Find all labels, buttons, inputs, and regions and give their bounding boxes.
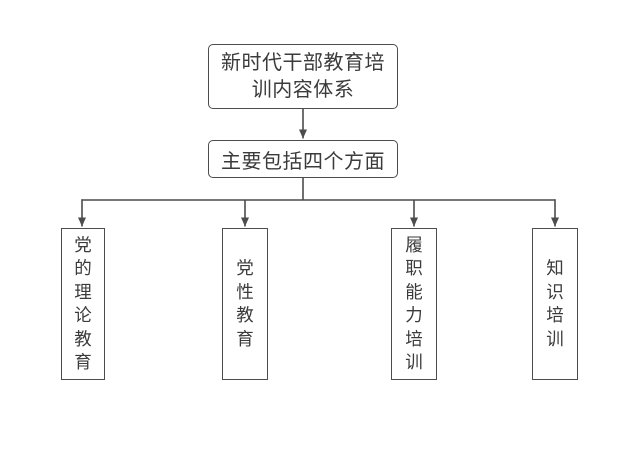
branch-box-performance-ability-training: 履职能力培训 xyxy=(391,228,437,380)
branch-box-knowledge-training: 知识培训 xyxy=(532,228,578,380)
branch-box-label: 党性教育 xyxy=(236,258,254,349)
root-box: 新时代干部教育培 训内容体系 xyxy=(208,44,398,109)
branch-box-label: 党的理论教育 xyxy=(74,234,92,372)
root-box-label: 新时代干部教育培 训内容体系 xyxy=(221,51,385,101)
branch-box-party-spirit-education: 党性教育 xyxy=(222,228,268,380)
summary-box: 主要包括四个方面 xyxy=(208,140,398,178)
summary-box-label: 主要包括四个方面 xyxy=(221,150,385,173)
branch-box-label: 知识培训 xyxy=(546,258,564,349)
branch-box-party-theory-education: 党的理论教育 xyxy=(61,228,105,380)
branch-box-label: 履职能力培训 xyxy=(405,234,423,372)
